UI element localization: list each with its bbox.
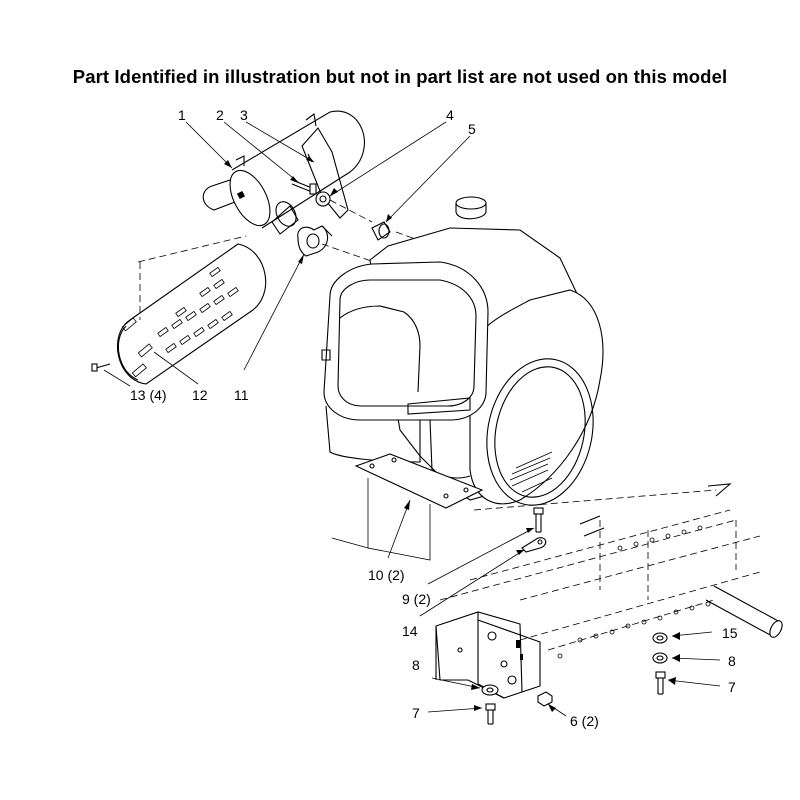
leader-arrowheads — [224, 156, 680, 712]
callout-8-left: 8 — [412, 657, 420, 673]
callout-6: 6 (2) — [570, 713, 599, 729]
engine — [321, 196, 604, 506]
frame-rails — [439, 483, 783, 659]
callout-15: 15 — [722, 625, 738, 641]
bolt-9 — [533, 507, 544, 533]
callout-7-left: 7 — [412, 705, 420, 721]
bolt-2 — [291, 179, 317, 195]
spacer-5 — [371, 221, 391, 241]
callout-10: 10 (2) — [368, 567, 405, 583]
clip-14 — [521, 537, 547, 553]
callout-9: 9 (2) — [402, 591, 431, 607]
callout-2: 2 — [216, 107, 224, 123]
hardware-left — [481, 684, 553, 725]
diagram-title: Part Identified in illustration but not … — [72, 66, 728, 87]
callout-12: 12 — [192, 387, 208, 403]
callout-1: 1 — [178, 107, 186, 123]
hardware-right — [652, 632, 668, 695]
callout-11: 11 — [234, 387, 249, 403]
muffler-assembly — [202, 110, 365, 235]
screw-13 — [91, 363, 111, 372]
mounting-plate — [331, 453, 484, 561]
callout-5: 5 — [468, 121, 476, 137]
callout-8-right: 8 — [728, 653, 736, 669]
callout-labels: 1 2 3 4 5 11 12 13 (4) 10 (2) 9 (2) 14 1… — [130, 107, 738, 729]
callout-13: 13 (4) — [130, 387, 167, 403]
callout-7-right: 7 — [728, 679, 736, 695]
callout-3: 3 — [240, 107, 248, 123]
clamp-11 — [297, 225, 333, 257]
heat-shield — [116, 243, 267, 385]
callout-14: 14 — [402, 623, 418, 639]
frame-bracket — [435, 611, 541, 699]
leader-lines — [103, 121, 721, 717]
callout-4: 4 — [446, 107, 454, 123]
washer-4 — [315, 191, 331, 207]
